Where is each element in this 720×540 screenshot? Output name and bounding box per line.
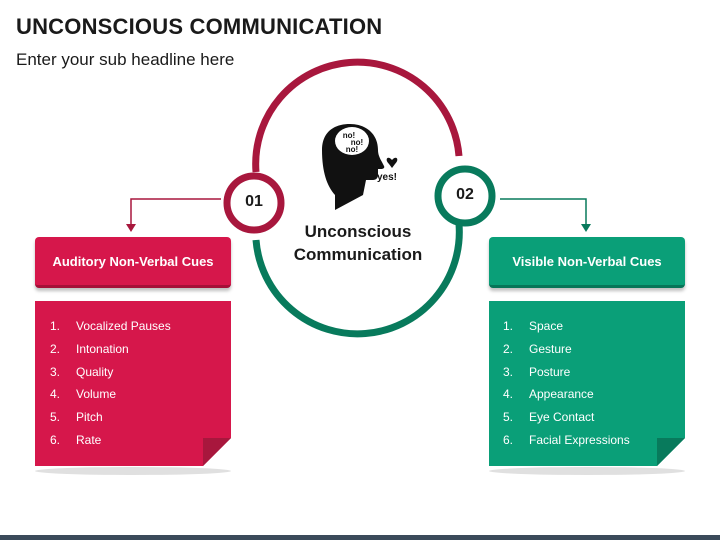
icon-text-yes: yes! xyxy=(377,172,397,183)
list-item: 6.Facial Expressions xyxy=(503,432,630,447)
left-note-shadow xyxy=(35,467,231,475)
right-note-shadow xyxy=(489,467,685,475)
auditory-cues-list: 1.Vocalized Pauses 2.Intonation 3.Qualit… xyxy=(50,318,171,455)
list-item: 1.Vocalized Pauses xyxy=(50,319,171,333)
icon-text-no-1: no! xyxy=(343,131,355,140)
ring-bottom-arc xyxy=(252,223,463,338)
list-item: 3.Posture xyxy=(503,364,571,379)
auditory-header: Auditory Non-Verbal Cues xyxy=(35,237,231,288)
center-label-line-2: Communication xyxy=(293,245,423,264)
left-connector xyxy=(130,198,221,225)
list-item: 6.Rate xyxy=(50,432,102,447)
list-item: 4.Appearance xyxy=(503,387,594,402)
number-circle-01 xyxy=(223,172,285,234)
visible-cues-list: 1.Space 2.Gesture 3.Posture 4.Appearance… xyxy=(503,318,630,455)
center-label-line-1: Unconscious xyxy=(304,222,412,241)
center-label: Unconscious Communication xyxy=(283,220,433,266)
number-01: 01 xyxy=(245,193,263,210)
list-item: 2.Intonation xyxy=(50,341,129,356)
list-item: 5.Eye Contact xyxy=(503,410,595,425)
right-list-panel xyxy=(489,301,685,466)
number-02: 02 xyxy=(456,186,474,203)
list-item: 5.Pitch xyxy=(50,410,103,425)
footer-bar xyxy=(0,535,720,540)
page-title: UNCONSCIOUS COMMUNICATION xyxy=(16,14,383,39)
visible-header: Visible Non-Verbal Cues xyxy=(489,237,685,288)
icon-text-no-2: no! xyxy=(351,138,363,147)
icon-text-no-3: no! xyxy=(346,145,358,154)
page-subtitle: Enter your sub headline here xyxy=(16,50,235,69)
right-list-fold xyxy=(657,438,685,466)
left-connector-arrow xyxy=(126,224,136,232)
right-connector-arrow xyxy=(581,224,591,232)
list-item: 1.Space xyxy=(503,319,564,333)
head-thinking-icon xyxy=(322,124,398,210)
heart-icon xyxy=(386,157,398,168)
left-list-panel xyxy=(35,301,231,466)
right-connector xyxy=(500,198,587,225)
list-item: 4.Volume xyxy=(50,387,117,402)
number-circle-02 xyxy=(434,165,496,227)
list-item: 2.Gesture xyxy=(503,341,572,356)
ring-top-arc xyxy=(252,58,463,173)
left-list-fold xyxy=(203,438,231,466)
list-item: 3.Quality xyxy=(50,364,114,379)
